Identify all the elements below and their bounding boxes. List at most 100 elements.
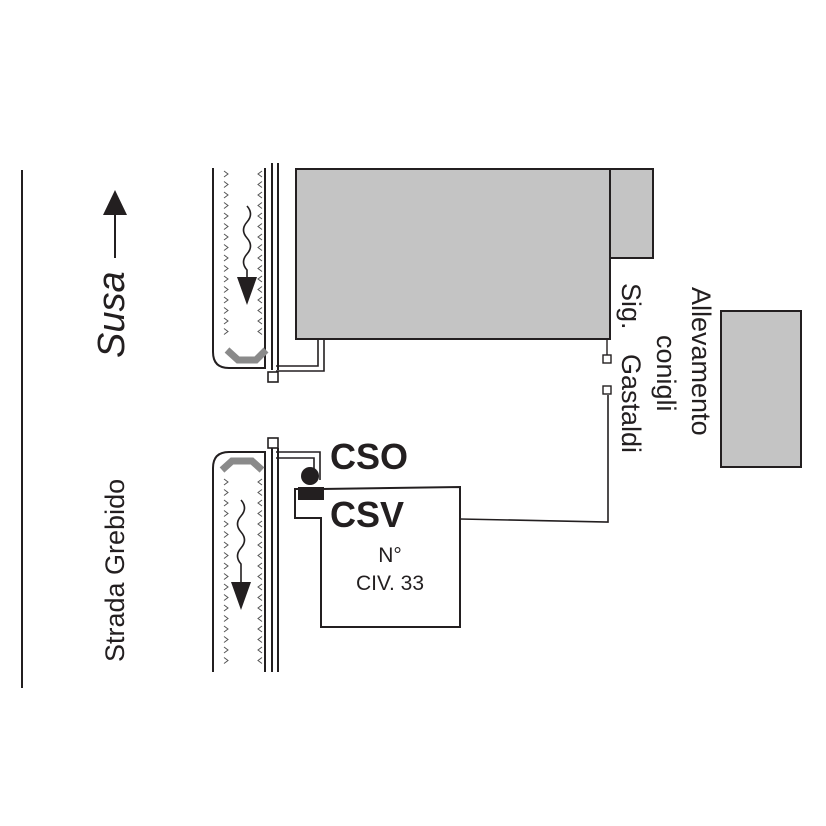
grass-tick — [257, 328, 263, 335]
grass-tick — [257, 212, 263, 220]
csv-label: CSV — [330, 494, 404, 535]
grass-tick — [257, 202, 263, 209]
grass-tick — [223, 489, 229, 496]
wavy-arrow-down-icon — [231, 499, 251, 610]
grass-tick — [223, 265, 229, 272]
connection-line — [459, 395, 609, 523]
ditch-lower — [212, 448, 279, 672]
grass-tick — [257, 233, 263, 241]
grass-tick — [223, 170, 229, 178]
grass-tick — [257, 286, 263, 293]
grass-ticks-right-lower — [257, 478, 263, 664]
marker-upper — [602, 354, 612, 364]
grass-tick — [223, 520, 229, 528]
grass-tick — [223, 615, 229, 622]
grass-ticks-left-lower — [223, 478, 229, 664]
drain-pipe-upper — [276, 339, 325, 372]
direction-label: Susa — [91, 271, 133, 358]
grass-tick — [223, 531, 229, 538]
grass-tick — [223, 625, 229, 633]
wavy-arrow-down-icon — [237, 205, 257, 305]
grass-tick — [223, 636, 229, 643]
cso-label: CSO — [330, 436, 408, 477]
grass-tick — [223, 244, 229, 251]
grass-tick — [223, 233, 229, 241]
grass-tick — [257, 625, 263, 633]
grass-tick — [257, 615, 263, 622]
building-farm — [720, 310, 802, 468]
grass-ticks-right-upper — [257, 170, 263, 335]
grass-tick — [257, 604, 263, 612]
grass-tick — [223, 328, 229, 335]
grass-tick — [257, 646, 263, 654]
building-annex — [609, 168, 654, 259]
grass-tick — [257, 510, 263, 517]
grass-tick — [257, 317, 263, 325]
farm-label-line2: conigli — [651, 335, 681, 412]
grass-tick — [257, 223, 263, 230]
farm-label-line1: Allevamento — [686, 287, 716, 436]
grass-tick — [223, 181, 229, 188]
grass-tick — [223, 317, 229, 325]
grass-tick — [223, 583, 229, 591]
grass-tick — [223, 478, 229, 486]
grass-tick — [257, 191, 263, 199]
grass-tick — [257, 296, 263, 304]
grass-tick — [223, 275, 229, 283]
grass-tick — [257, 594, 263, 601]
grass-tick — [223, 307, 229, 314]
building-gastaldi — [295, 168, 611, 340]
outlet-marker-upper — [267, 371, 279, 383]
grass-tick — [257, 244, 263, 251]
marker-lower — [602, 385, 612, 395]
road-name-label: Strada Grebido — [100, 479, 130, 662]
grass-tick — [223, 510, 229, 517]
grass-tick — [223, 594, 229, 601]
grass-tick — [257, 657, 263, 664]
grass-tick — [223, 552, 229, 559]
grass-tick — [223, 223, 229, 230]
grass-tick — [257, 562, 263, 570]
grass-tick — [257, 489, 263, 496]
grass-tick — [223, 499, 229, 507]
arrow-up-icon — [103, 190, 127, 258]
grass-tick — [223, 604, 229, 612]
grass-tick — [223, 254, 229, 262]
grass-tick — [257, 254, 263, 262]
grass-tick — [257, 275, 263, 283]
grass-tick — [257, 531, 263, 538]
grass-tick — [223, 202, 229, 209]
grass-tick — [223, 573, 229, 580]
outlet-marker-lower — [267, 437, 279, 449]
grass-tick — [223, 657, 229, 664]
grass-tick — [223, 296, 229, 304]
grass-tick — [257, 520, 263, 528]
neighbour-label-line1: Sig. — [616, 283, 646, 330]
culvert-upper — [224, 347, 269, 364]
grass-tick — [223, 212, 229, 220]
grass-tick — [257, 307, 263, 314]
grass-tick — [257, 170, 263, 178]
neighbour-label-line2: Gastaldi — [616, 354, 646, 453]
grass-tick — [257, 265, 263, 272]
grass-tick — [257, 499, 263, 507]
grass-tick — [257, 541, 263, 549]
grass-ticks-left-upper — [223, 170, 229, 335]
grass-tick — [257, 552, 263, 559]
grass-tick — [257, 478, 263, 486]
cso-valve-icon — [301, 467, 319, 485]
grass-tick — [223, 286, 229, 293]
grass-tick — [223, 562, 229, 570]
csv-valve-icon — [298, 487, 324, 500]
house-civ33 — [294, 485, 461, 628]
grass-tick — [257, 181, 263, 188]
grass-tick — [223, 646, 229, 654]
grass-tick — [223, 191, 229, 199]
grass-tick — [223, 541, 229, 549]
grass-tick — [257, 573, 263, 580]
house-number-symbol: N° — [378, 544, 402, 567]
grass-tick — [257, 583, 263, 591]
culvert-lower — [219, 457, 265, 473]
grass-tick — [257, 636, 263, 643]
